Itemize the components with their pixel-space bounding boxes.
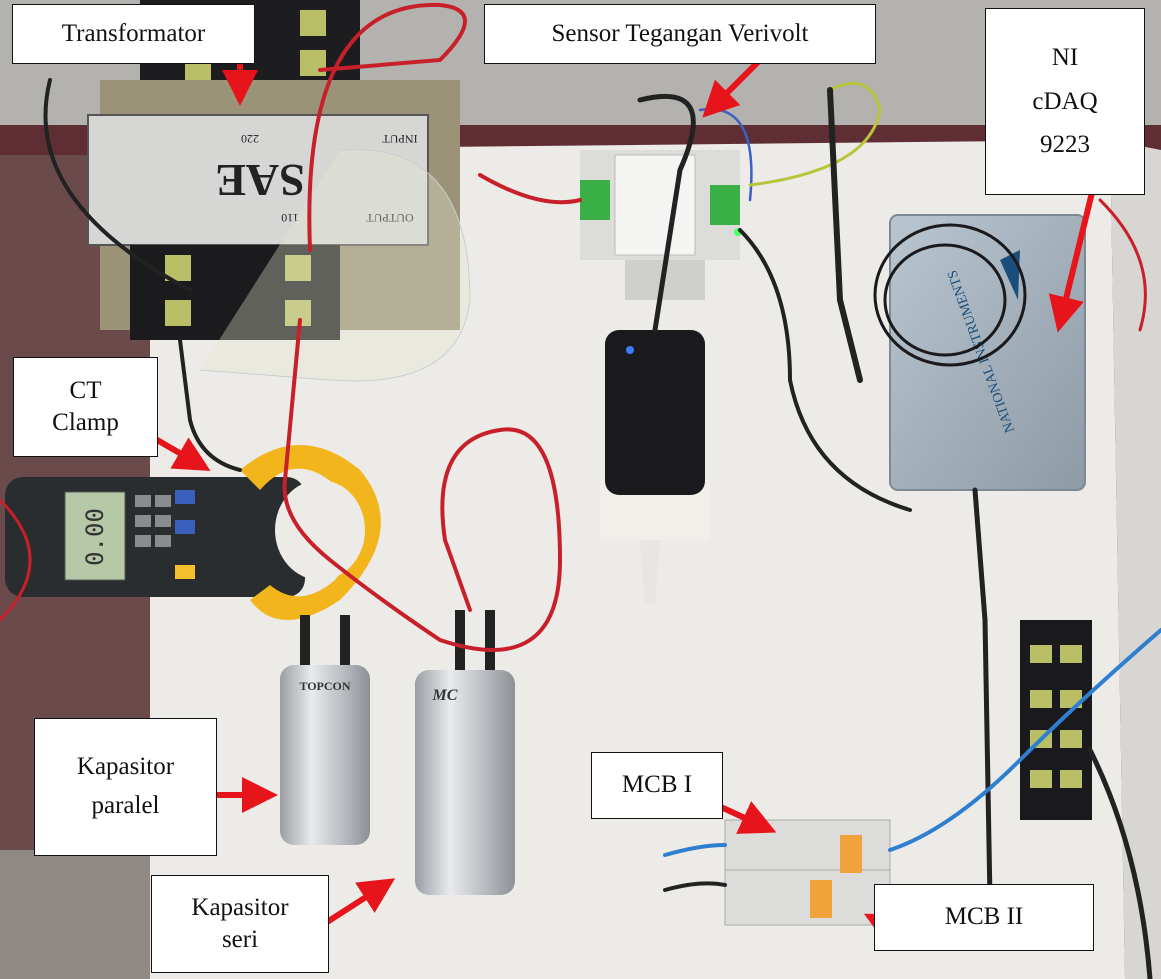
power-adapter — [600, 330, 710, 605]
svg-text:INPUT: INPUT — [382, 132, 418, 146]
svg-text:220: 220 — [241, 132, 259, 146]
floor-concrete — [0, 850, 170, 979]
svg-text:TOPCON: TOPCON — [299, 679, 350, 693]
clamp-meter: 0.00 — [5, 445, 381, 620]
label-kapasitor-paralel: Kapasitor paralel — [34, 718, 217, 856]
label-ni-cdaq-9223: NI cDAQ 9223 — [985, 8, 1145, 195]
transformer: SAE INPUT OUTPUT 220 110 — [87, 0, 471, 382]
label-kapasitor-seri: Kapasitor seri — [151, 875, 329, 973]
svg-text:0.00: 0.00 — [81, 508, 109, 566]
ni-cdaq: NATIONAL INSTRUMENTS — [889, 214, 1086, 491]
capacitor-series: MC — [415, 610, 515, 895]
svg-text:110: 110 — [281, 211, 299, 225]
terminal-block — [1020, 620, 1092, 820]
svg-text:MC: MC — [432, 687, 458, 704]
label-mcb-2: MCB II — [874, 884, 1094, 951]
capacitor-parallel: TOPCON — [280, 615, 370, 845]
transformer-brand: SAE — [215, 155, 304, 206]
label-ct-clamp: CT Clamp — [13, 357, 158, 457]
mcb-pair — [724, 819, 891, 926]
label-mcb-1: MCB I — [591, 752, 723, 819]
voltage-sensor — [580, 150, 742, 300]
label-sensor-tegangan-verivolt: Sensor Tegangan Verivolt — [484, 4, 876, 64]
mounting-board — [150, 140, 1125, 979]
svg-text:OUTPUT: OUTPUT — [366, 211, 414, 225]
label-transformator: Transformator — [12, 4, 255, 64]
